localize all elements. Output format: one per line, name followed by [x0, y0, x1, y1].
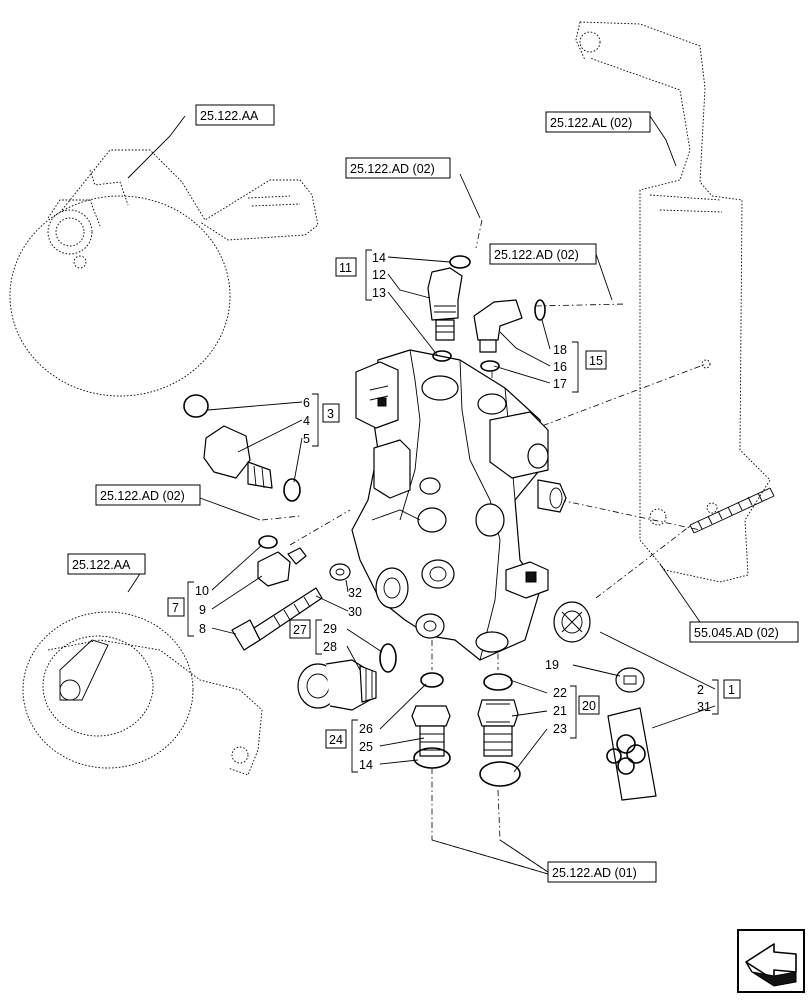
ref-label: 25.122.AD (02) — [494, 248, 579, 262]
ref-label: 25.122.AA — [200, 109, 259, 123]
fitting-9 — [257, 547, 307, 587]
part-number: 25 — [359, 740, 373, 754]
part-number: 23 — [553, 722, 567, 736]
ref-label: 25.122.AD (01) — [552, 866, 637, 880]
tank-assembly-bottom-left — [22, 611, 263, 776]
part-number: 18 — [553, 343, 567, 357]
part-number: 22 — [553, 686, 567, 700]
washer-32 — [329, 563, 351, 581]
part-number: 2 — [697, 683, 704, 697]
group-number: 24 — [329, 733, 343, 747]
part-number: 21 — [553, 704, 567, 718]
part-number: 6 — [303, 396, 310, 410]
ref-label: 55.045.AD (02) — [694, 626, 779, 640]
part-number: 16 — [553, 360, 567, 374]
part-number: 28 — [323, 640, 337, 654]
fitting-12-elbow — [427, 267, 463, 341]
plug-2 — [553, 601, 591, 643]
valve-block — [351, 349, 567, 661]
part-number: 14 — [372, 251, 386, 265]
group-number: 7 — [172, 601, 179, 615]
group-number: 1 — [728, 683, 735, 697]
fitting-16-elbow — [473, 299, 523, 353]
fitting-28 — [297, 659, 377, 711]
part-number: 17 — [553, 377, 567, 391]
group-number: 20 — [582, 699, 596, 713]
next-page-arrow-icon[interactable] — [737, 929, 805, 993]
group-number: 11 — [339, 261, 352, 275]
fitting-21 — [477, 699, 519, 757]
part-number: 31 — [697, 700, 711, 714]
part-number: 8 — [199, 622, 206, 636]
part-numbers: 14 12 13 18 16 17 6 4 5 10 9 8 32 30 29 … — [195, 251, 711, 772]
bolt-8 — [231, 587, 323, 651]
part-number: 32 — [348, 586, 362, 600]
part-number: 10 — [195, 584, 209, 598]
part-number: 5 — [303, 432, 310, 446]
part-number: 14 — [359, 758, 373, 772]
plug-19 — [615, 667, 645, 693]
part-number: 26 — [359, 722, 373, 736]
group-number: 3 — [327, 407, 334, 421]
part-number: 19 — [545, 658, 559, 672]
group-number: 15 — [589, 354, 603, 368]
fitting-4 — [203, 425, 273, 489]
part-number: 12 — [372, 268, 386, 282]
group-labels: 11 15 3 7 27 24 20 1 — [167, 249, 741, 773]
seal-kit-31 — [606, 707, 657, 801]
part-number: 13 — [372, 286, 386, 300]
ref-label: 25.122.AL (02) — [550, 116, 632, 130]
tank-assembly-top-left — [9, 149, 319, 397]
ref-label: 25.122.AA — [72, 558, 131, 572]
ref-label: 25.122.AD (02) — [100, 489, 185, 503]
part-number: 9 — [199, 603, 206, 617]
part-leaders — [207, 256, 716, 773]
part-number: 29 — [323, 622, 337, 636]
part-number: 4 — [303, 414, 310, 428]
group-number: 27 — [293, 623, 307, 637]
part-number: 30 — [348, 605, 362, 619]
reference-labels: 25.122.AA 25.122.AL (02) 25.122.AD (02) … — [67, 104, 799, 883]
ref-label: 25.122.AD (02) — [350, 162, 435, 176]
bracket-assembly-top-right — [575, 21, 775, 583]
